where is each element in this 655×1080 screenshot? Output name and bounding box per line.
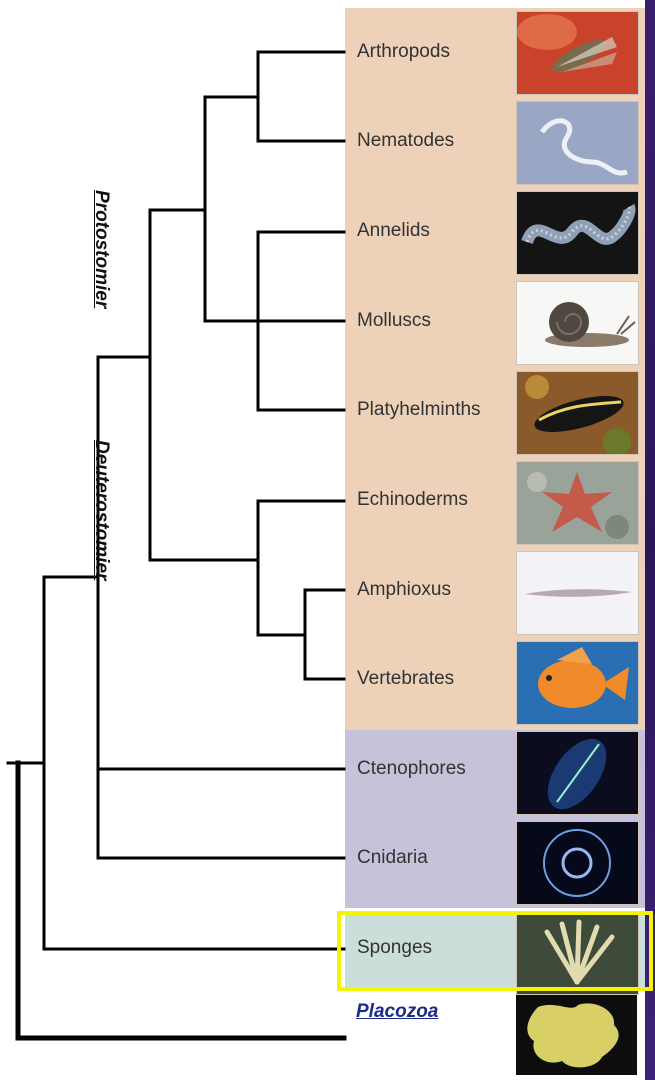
protostomier-label: Protostomier: [90, 190, 112, 308]
placozoa-photo-icon: [516, 995, 637, 1075]
taxon-label-ctenophores: Ctenophores: [357, 759, 466, 778]
fish-photo-icon: [516, 641, 639, 725]
taxon-label-annelids: Annelids: [357, 221, 430, 240]
jellyfish-photo-icon: [516, 821, 639, 905]
segmented-worm-photo-icon: [516, 191, 639, 275]
fly-photo-icon: [516, 11, 639, 95]
taxon-label-arthropods: Arthropods: [357, 42, 450, 61]
taxon-label-sponges: Sponges: [357, 938, 432, 957]
taxon-label-echinoderms: Echinoderms: [357, 490, 468, 509]
taxon-label-vertebrates: Vertebrates: [357, 669, 454, 688]
roundworm-photo-icon: [516, 101, 639, 185]
comb-jelly-photo-icon: [516, 731, 639, 815]
taxon-label-cnidaria: Cnidaria: [357, 848, 428, 867]
taxon-label-amphioxus: Amphioxus: [357, 580, 451, 599]
sea-star-photo-icon: [516, 461, 639, 545]
taxon-label-nematodes: Nematodes: [357, 131, 454, 150]
sponge-photo-icon: [516, 911, 639, 995]
taxon-label-placozoa: Placozoa: [356, 1001, 438, 1023]
flatworm-photo-icon: [516, 371, 639, 455]
snail-photo-icon: [516, 281, 639, 365]
deuterostomier-label: Deuterostomier: [90, 440, 112, 580]
lancelet-photo-icon: [516, 551, 639, 635]
taxon-label-platyhelminths: Platyhelminths: [357, 400, 481, 419]
taxon-label-molluscs: Molluscs: [357, 311, 431, 330]
